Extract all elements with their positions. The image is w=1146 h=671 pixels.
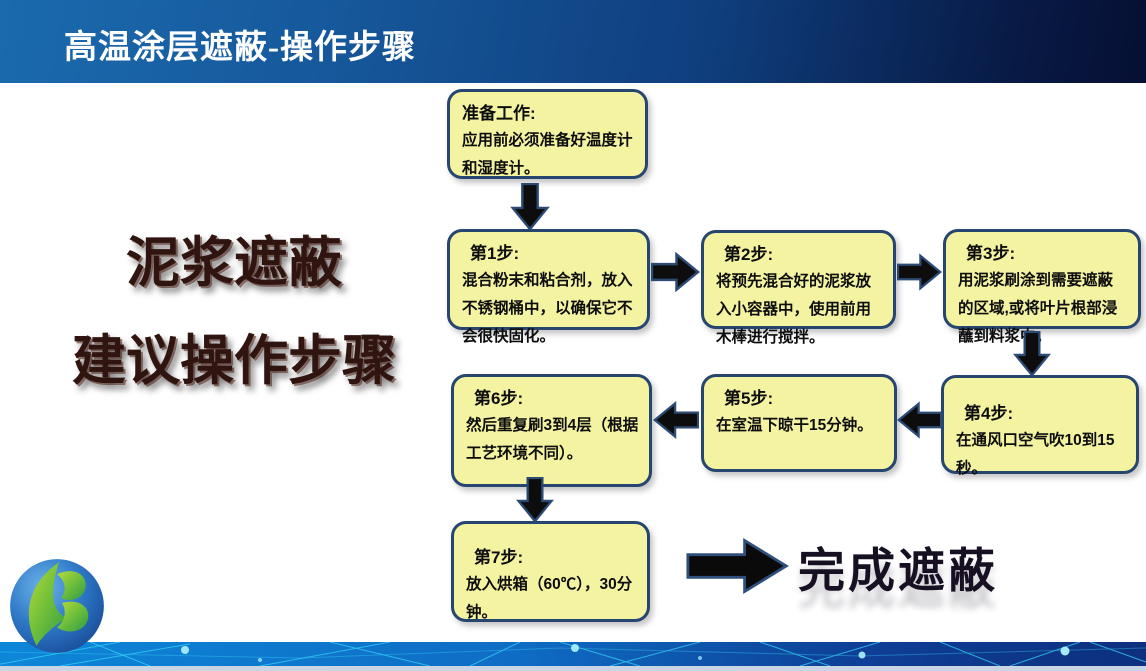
flow-box-step7-title: 第7步: bbox=[474, 548, 524, 567]
flow-box-step1: 第1步: 混合粉末和粘合剂，放入不锈钢桶中，以确保它不会很快固化。 bbox=[447, 229, 650, 345]
side-title-line1: 泥浆遮蔽 bbox=[126, 233, 342, 293]
flow-box-step3-title: 第3步: bbox=[966, 244, 1016, 263]
flow-box-step4-title: 第4步: bbox=[964, 404, 1014, 423]
big-arrow-right-icon bbox=[686, 537, 789, 595]
footer-network-band bbox=[0, 642, 1146, 666]
flow-box-step2: 第2步: 将预先混合好的泥浆放入小容器中，使用前用木棒进行搅拌。 bbox=[701, 230, 896, 346]
footer-bottom-strip bbox=[0, 666, 1146, 671]
header-bar: 高温涂层遮蔽-操作步骤 bbox=[0, 0, 1146, 83]
arrow-down-icon bbox=[510, 183, 550, 231]
flow-box-step2-body: 将预先混合好的泥浆放入小容器中，使用前用木棒进行搅拌。 bbox=[716, 273, 872, 346]
page-title: 高温涂层遮蔽-操作步骤 bbox=[64, 30, 416, 66]
flow-box-step1-body: 混合粉末和粘合剂，放入不锈钢桶中，以确保它不会很快固化。 bbox=[462, 272, 633, 345]
arrow-left-icon bbox=[653, 401, 699, 439]
flow-box-prep-title: 准备工作: bbox=[462, 104, 536, 123]
flow-box-step7-body: 放入烘箱（60℃），30分钟。 bbox=[466, 576, 633, 622]
arrow-right-icon bbox=[651, 251, 700, 293]
arrow-down-icon bbox=[1013, 331, 1051, 377]
flow-box-step4-body: 在通风口空气吹10到15秒。 bbox=[956, 432, 1115, 478]
flow-box-step5: 第5步: 在室温下晾干15分钟。 bbox=[701, 374, 897, 472]
flow-box-step2-title: 第2步: bbox=[724, 245, 774, 264]
arrow-right-icon bbox=[897, 253, 942, 291]
yb-logo-icon bbox=[10, 559, 104, 653]
flow-box-step4: 第4步: 在通风口空气吹10到15秒。 bbox=[941, 375, 1139, 477]
flow-box-step3: 第3步: 用泥浆刷涂到需要遮蔽的区域,或将叶片根部浸蘸到料浆中。 bbox=[943, 229, 1141, 345]
flow-box-step5-title: 第5步: bbox=[724, 389, 774, 408]
arrow-down-icon bbox=[516, 477, 554, 523]
flow-box-prep-body: 应用前必须准备好温度计和湿度计。 bbox=[462, 132, 633, 178]
flow-box-step5-body: 在室温下晾干15分钟。 bbox=[716, 417, 873, 435]
flow-box-step1-title: 第1步: bbox=[470, 244, 520, 263]
flow-box-step7: 第7步: 放入烘箱（60℃），30分钟。 bbox=[451, 521, 650, 622]
arrow-left-icon bbox=[897, 401, 942, 439]
finish-label: 完成遮蔽 bbox=[798, 546, 998, 598]
flow-box-step6-title: 第6步: bbox=[474, 389, 524, 408]
flow-box-prep: 准备工作: 应用前必须准备好温度计和湿度计。 bbox=[447, 89, 648, 179]
side-title-line2: 建议操作步骤 bbox=[72, 331, 396, 391]
flow-box-step6-body: 然后重复刷3到4层（根据工艺环境不同）。 bbox=[466, 417, 639, 463]
flow-box-step6: 第6步: 然后重复刷3到4层（根据工艺环境不同）。 bbox=[451, 374, 652, 487]
